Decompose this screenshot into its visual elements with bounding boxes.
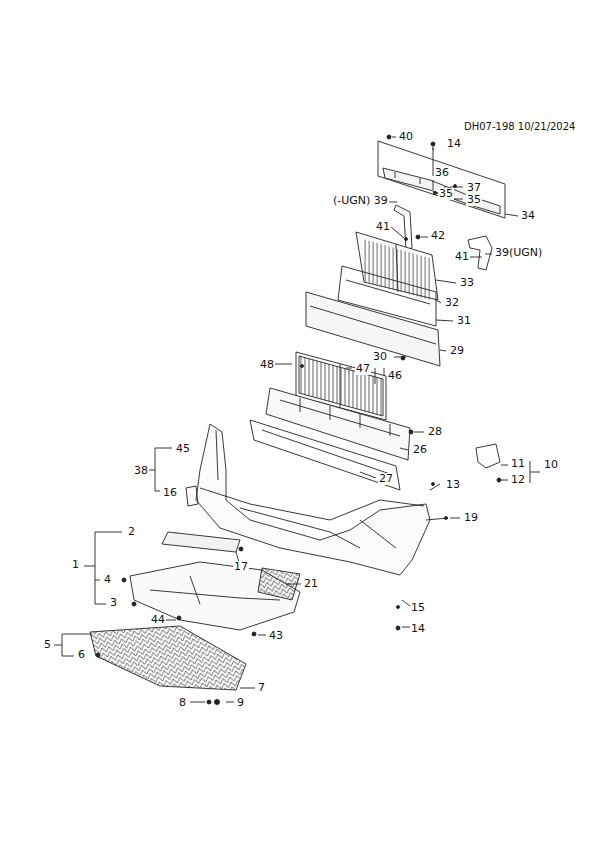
callout-number: 42 — [430, 230, 446, 242]
callout-number: 35 — [438, 188, 454, 200]
callout-number: 28 — [427, 426, 443, 438]
callout-number: 10 — [543, 459, 559, 471]
callout-number: 2 — [127, 526, 136, 538]
callout-number: 39(UGN) — [494, 247, 543, 259]
callout-number: 44 — [150, 614, 166, 626]
callout-number: 21 — [303, 578, 319, 590]
callout-number: 30 — [372, 351, 388, 363]
callout-number: 15 — [410, 602, 426, 614]
callout-number: 19 — [463, 512, 479, 524]
callout-number: 9 — [236, 697, 245, 709]
callout-number: 29 — [449, 345, 465, 357]
callout-number: 5 — [43, 639, 52, 651]
callout-number: 4 — [103, 574, 112, 586]
callout-number: 34 — [520, 210, 536, 222]
callout-number: 17 — [233, 561, 249, 573]
callout-number: 14 — [410, 623, 426, 635]
callout-number: 35 — [466, 194, 482, 206]
callout-number: 46 — [387, 370, 403, 382]
callout-number: 38 — [133, 465, 149, 477]
callout-number: 41 — [454, 251, 470, 263]
callout-number: 8 — [178, 697, 187, 709]
callout-number: 13 — [445, 479, 461, 491]
callout-number: 26 — [412, 444, 428, 456]
callout-number: 48 — [259, 359, 275, 371]
callout-number: 40 — [398, 131, 414, 143]
callout-number: 7 — [257, 682, 266, 694]
callout-number: 11 — [510, 458, 526, 470]
callout-number: 36 — [434, 167, 450, 179]
callout-number: 27 — [378, 473, 394, 485]
callout-number: 41 — [375, 221, 391, 233]
callout-number: 3 — [109, 597, 118, 609]
callout-number: 33 — [459, 277, 475, 289]
callout-number: 1 — [71, 559, 80, 571]
callout-number: 47 — [355, 363, 371, 375]
callout-number: 45 — [175, 443, 191, 455]
callout-number: 43 — [268, 630, 284, 642]
callout-number: 14 — [446, 138, 462, 150]
callout-number: 37 — [466, 182, 482, 194]
callout-number: 31 — [456, 315, 472, 327]
callout-number: (-UGN) 39 — [332, 195, 389, 207]
callout-number: 32 — [444, 297, 460, 309]
callout-number: 16 — [162, 487, 178, 499]
callout-number: 12 — [510, 474, 526, 486]
drawing-id: DH07-198 10/21/2024 — [463, 121, 576, 133]
callout-number: 6 — [77, 649, 86, 661]
